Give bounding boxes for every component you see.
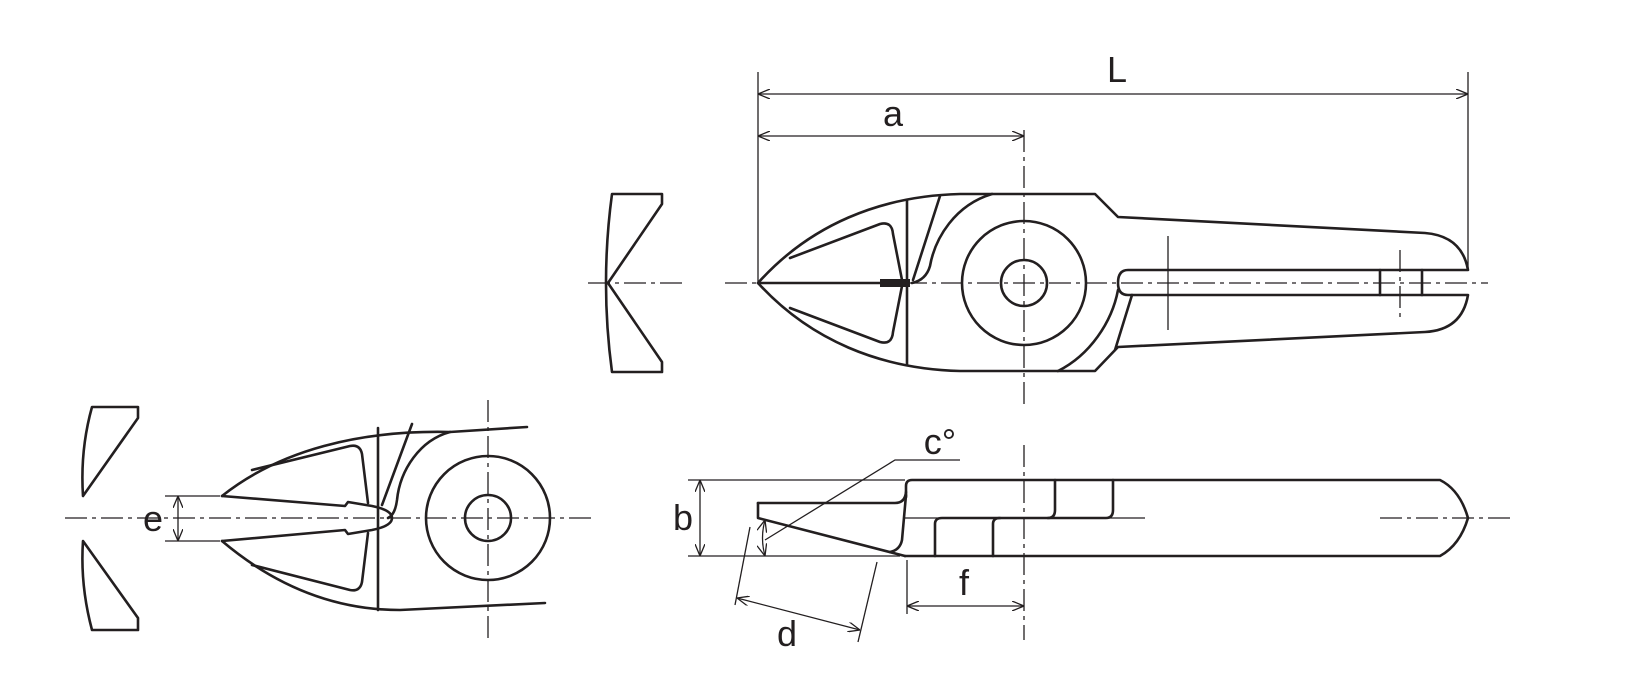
body-outline — [903, 478, 1470, 558]
jaw-curve — [910, 192, 994, 285]
jaw-tip — [220, 494, 394, 543]
extension-line — [734, 526, 751, 606]
step-line — [991, 516, 1002, 558]
pin-mark — [880, 279, 910, 287]
dimension-e-label: e — [143, 498, 163, 539]
dimension-d-label: d — [777, 613, 797, 654]
profile-lower — [81, 539, 140, 632]
pivot-hole — [999, 258, 1049, 308]
dimension-a-label: a — [883, 93, 904, 134]
open-jaw-view: e — [65, 400, 592, 642]
dimension-c-label: c° — [924, 421, 956, 462]
blade-outline — [756, 192, 1470, 373]
lower-bevel — [1113, 293, 1134, 352]
bevel-line — [911, 194, 942, 282]
extension-line — [857, 561, 878, 643]
dimension-b-label: b — [673, 497, 693, 538]
top-profile — [588, 192, 682, 374]
pivot-circle — [424, 454, 552, 582]
profile-shape — [604, 192, 664, 374]
upper-outline — [220, 425, 529, 498]
angle-leader — [764, 459, 960, 541]
blade-bevel — [756, 501, 907, 558]
blade-top — [756, 490, 908, 505]
step-line — [1046, 478, 1057, 520]
lower-jaw-edge — [788, 284, 904, 344]
jaw-curve — [386, 430, 452, 520]
blade-heel — [888, 493, 908, 554]
lower-jaw-edge — [250, 531, 370, 592]
side-view: b c° d f — [673, 421, 1510, 654]
angle-c-arrow — [763, 520, 766, 556]
upper-jaw-edge — [250, 444, 370, 505]
pivot-hole — [463, 493, 513, 543]
lower-outline — [220, 539, 547, 612]
dimension-f-label: f — [959, 562, 970, 603]
dimension-d-arrow — [737, 598, 860, 630]
top-view: L a — [725, 49, 1488, 405]
upper-jaw-edge — [788, 222, 904, 282]
step-line — [933, 478, 1115, 558]
bevel-line — [380, 422, 414, 507]
dimension-L-label: L — [1107, 49, 1127, 90]
lower-curve — [1056, 288, 1120, 373]
pivot-circle — [960, 219, 1088, 347]
profile-upper — [81, 405, 140, 498]
